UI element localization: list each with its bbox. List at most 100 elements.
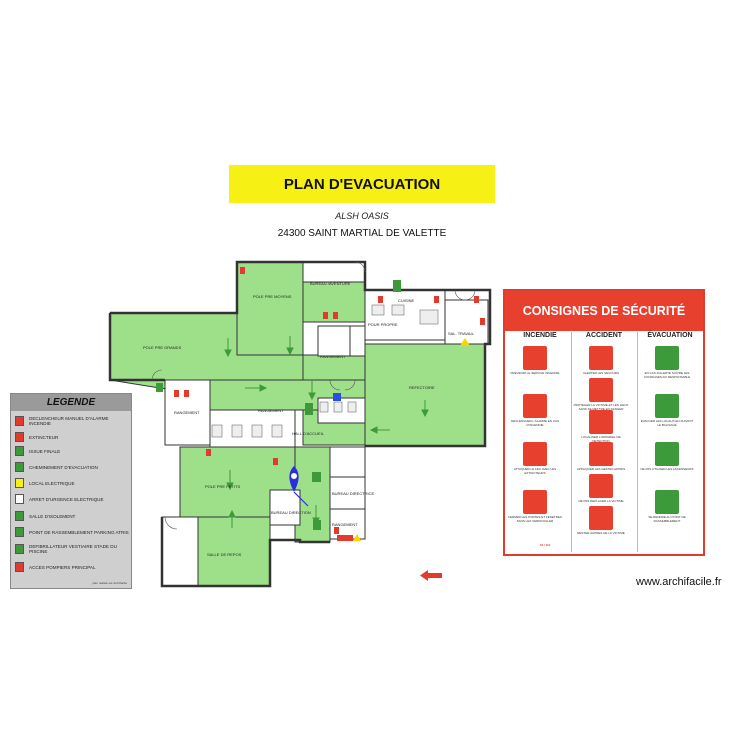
room-rangement-b	[349, 325, 366, 357]
evacuation-instruction: NE PAS UTILISER LES ASCENSEURS	[640, 467, 694, 471]
extinguisher-icon	[273, 458, 278, 465]
room-label-grands: POLE PRE GRANDS	[143, 345, 182, 350]
extinguisher-icon	[174, 390, 179, 397]
extinguisher-icon	[333, 312, 338, 319]
room-rangement-a	[317, 325, 351, 357]
outer-walls	[108, 260, 492, 588]
room-label-sal-travail: SAL. TRAVAIL	[448, 331, 475, 336]
room-dortoir	[302, 261, 366, 283]
exit-icon	[15, 446, 24, 456]
extinguisher-icon	[474, 296, 479, 303]
legend-item-label: DEFIBRILLATEUR VESTIAIRE STADE DU PISCIN…	[29, 544, 117, 554]
legend-item: DECLENCHEUR MANUEL D'ALARME INCENDIE	[15, 416, 129, 426]
incendie-sign-icon	[523, 442, 547, 466]
arrow-icon	[15, 462, 24, 472]
legend-item-label: CHEMINEMENT D'EVACUATION	[29, 464, 98, 470]
evac-arrow	[228, 509, 236, 528]
first-aid-icon	[333, 393, 341, 401]
incendie-instruction: PREVENIR LE SERVICE INCENDIE	[510, 371, 560, 375]
room-label-cuisine: CUISINE	[398, 298, 415, 303]
legend-item: SALLE D'ISOLEMENT	[15, 511, 129, 521]
zone-hall-lower	[294, 446, 331, 543]
exit-sign-icon	[312, 472, 321, 482]
zone-salle-moyens	[236, 261, 304, 356]
incendie-instruction: ATTAQUER LE FEU AVEC LES EXTINCTEURS	[513, 467, 557, 475]
accident-sign-icon	[589, 378, 613, 402]
legend-item: ARRET D'URGENCE ELECTRIQUE	[15, 494, 129, 504]
extinguisher-icon	[480, 318, 485, 325]
room-bureau-directrice	[329, 476, 366, 510]
legend-item-label: SALLE D'ISOLEMENT	[29, 513, 76, 519]
incendie-sign-icon	[523, 490, 547, 514]
accident-sign-icon	[589, 506, 613, 530]
accident-sign-icon	[589, 474, 613, 498]
floor-areas	[109, 261, 486, 587]
legend-item: CHEMINEMENT D'EVACUATION	[15, 462, 129, 472]
stop-icon	[15, 494, 24, 504]
room-label-bureau-direction: BUREAU DIRECTION	[271, 510, 311, 515]
legend-panel: LEGENDE DECLENCHEUR MANUEL D'ALARME INCE…	[10, 393, 132, 589]
exit-sign-icon	[156, 383, 163, 392]
firefighter-access-icon	[15, 562, 24, 572]
room-label-petits: POLE PRE PETITS	[205, 484, 240, 489]
sanitary-fixtures	[211, 304, 439, 438]
room-annexe	[161, 516, 199, 587]
column-evacuation: ÉVACUATION	[647, 332, 693, 339]
evacuation-instruction: SE RENDRE AU POINT DE RASSEMBLEMENT	[648, 515, 686, 523]
evacuation-sign-icon	[655, 490, 679, 514]
room-label-moyens: POLE PRE MOYENS	[253, 294, 292, 299]
accident-instruction: ALERTER LES SECOURS	[583, 371, 619, 375]
extinguisher-icon	[184, 390, 189, 397]
column-accident: ACCIDENT	[585, 332, 623, 339]
legend-item: EXTINCTEUR	[15, 432, 129, 442]
incendie-instruction: DECLENCHER L'ALARME EN CAS D'INCENDIE	[510, 419, 560, 427]
zone-refectoire	[364, 343, 486, 447]
safety-instructions-panel: CONSIGNES DE SÉCURITÉ INCENDIE ACCIDENT …	[503, 289, 705, 556]
room-label-pour-propre: POUR PROPRE	[368, 322, 398, 327]
evacuation-sign-icon	[655, 346, 679, 370]
room-label-repos: SALLE DE REPOS	[207, 552, 242, 557]
legend-title: LEGENDE	[11, 394, 131, 411]
accident-sign-icon	[589, 410, 613, 434]
site-address: 24300 SAINT MARTIAL DE VALETTE	[277, 228, 447, 239]
legend-item-label: ISSUE FINALE	[29, 448, 61, 454]
extinguisher-icon	[323, 312, 328, 319]
legend-item-label: ACCES POMPIERS PRINCIPAL	[29, 564, 96, 570]
firefighter-access-icon	[420, 570, 442, 581]
electric-icon	[353, 534, 361, 541]
accident-instruction: PROTEGER LA VICTIME ET LES LIEUX SANS SE…	[573, 403, 629, 411]
exit-sign-icon	[393, 280, 401, 292]
assembly-icon	[15, 527, 24, 537]
room-rangement-d	[329, 446, 366, 478]
legend-item-label: DECLENCHEUR MANUEL D'ALARME INCENDIE	[29, 416, 109, 426]
exit-sign-icon	[305, 403, 313, 415]
evac-arrow	[286, 336, 294, 356]
website-url[interactable]: www.archifacile.fr	[636, 576, 722, 588]
legend-item: DEFIBRILLATEUR VESTIAIRE STADE DU PISCIN…	[15, 544, 129, 554]
door-swings	[151, 261, 476, 530]
safety-title: CONSIGNES DE SÉCURITÉ	[505, 291, 703, 331]
room-label-rangement-1: RANGEMENT	[320, 354, 346, 359]
evac-arrow	[421, 400, 429, 418]
accident-instruction: RESTER AUPRES DE LA VICTIME	[577, 531, 625, 535]
legend-item-label: EXTINCTEUR	[29, 434, 59, 440]
evacuation-sign-icon	[655, 394, 679, 418]
room-label-bureau-directrice: BUREAU DIRECTRICE	[332, 491, 375, 496]
incendie-instruction: FERMER LES PORTES ET FENETRES SANS LES V…	[508, 515, 562, 523]
evac-arrow	[226, 470, 234, 491]
legend-item-label: LOCAL ELECTRIQUE	[29, 480, 75, 486]
extinguisher-icon	[15, 432, 24, 442]
incendie-sign-icon	[523, 394, 547, 418]
extinguisher-icon	[378, 296, 383, 303]
room-label-dortoir: BUREAU /AVENTURE	[310, 281, 351, 286]
legend-item: ISSUE FINALE	[15, 446, 129, 456]
legend-item-label: ARRET D'URGENCE ELECTRIQUE	[29, 496, 104, 502]
defib-icon	[15, 544, 24, 554]
extinguisher-icon	[434, 296, 439, 303]
accident-instruction: NE PAS DEPLACER LA VICTIME	[578, 499, 624, 503]
you-are-here-icon	[289, 466, 309, 507]
alarm-icon	[15, 416, 24, 426]
exit-signs	[156, 280, 401, 530]
evacuation-instruction: EN CAS D'ALERTE SUIVRE LES CONSIGNES DU …	[643, 371, 691, 379]
legend-footer: plan réalisé sur archifacile	[92, 581, 127, 585]
